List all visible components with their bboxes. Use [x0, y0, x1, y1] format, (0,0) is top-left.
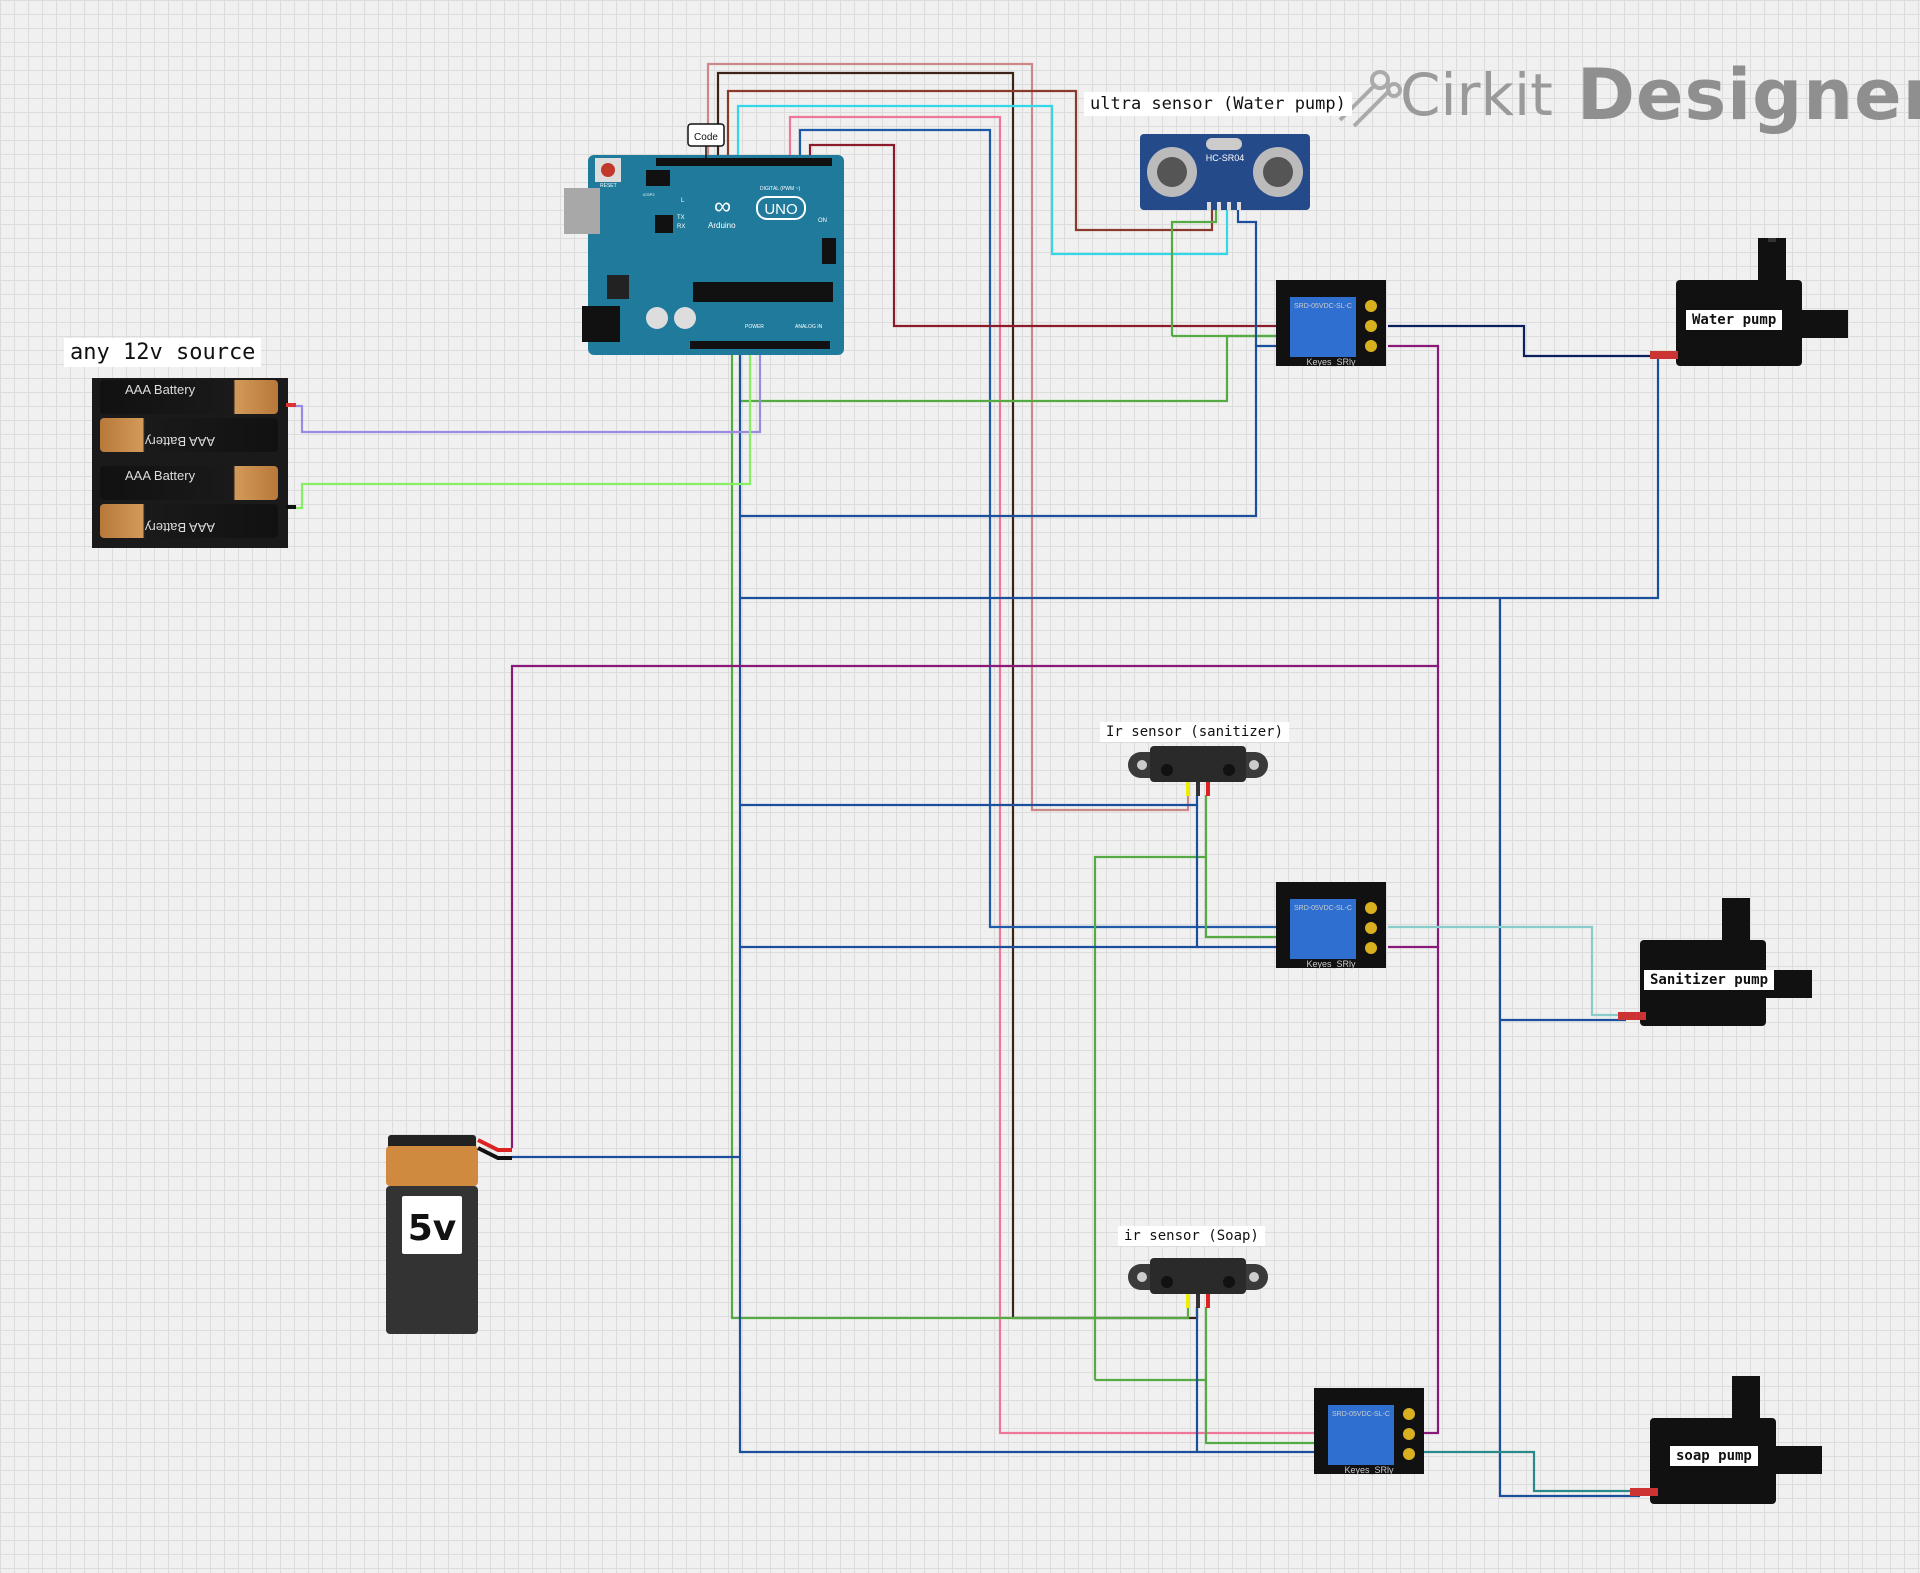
ir-sensor-sanitizer[interactable] [1128, 746, 1268, 796]
usb-port [564, 188, 600, 234]
wire-blue-ir1[interactable] [740, 795, 1199, 807]
water-pump[interactable] [1650, 238, 1848, 366]
battery-pack-12v[interactable]: AAA Battery AAA Battery AAA Battery AAA … [92, 378, 296, 548]
wire-cyan[interactable] [736, 104, 1229, 256]
aaa-cell-1 [100, 380, 278, 414]
code-button[interactable]: Code [687, 123, 725, 158]
soap-pump[interactable] [1630, 1376, 1822, 1504]
header-top [656, 158, 832, 166]
ultrasonic-sensor[interactable]: HC-SR04 [1140, 134, 1310, 210]
brand-name-light: Cirkit [1400, 61, 1553, 129]
wire-navy-pump1[interactable] [1388, 324, 1658, 358]
battery-5v[interactable]: 5v [386, 1135, 512, 1334]
aaa-cell-4 [100, 504, 278, 538]
relay1-module-label: Keyes_SRly [1306, 357, 1356, 367]
wire-green-relay2[interactable] [1204, 857, 1280, 939]
wires [290, 62, 1660, 1498]
label-ir-soap: ir sensor (Soap) [1118, 1226, 1265, 1246]
wire-blue-pumps[interactable] [1498, 598, 1640, 1498]
tx-label: TX [677, 215, 685, 221]
wire-blue-relay2[interactable] [798, 128, 1280, 929]
relay2-module-label: Keyes_SRly [1306, 959, 1356, 969]
rx-label: RX [677, 224, 685, 230]
sanitizer-pump[interactable] [1618, 898, 1812, 1026]
wire-teal-pump3[interactable] [1420, 1450, 1640, 1493]
wire-pink-top[interactable] [706, 62, 1190, 812]
brand-name-bold: Designer [1576, 54, 1920, 136]
code-label: Code [694, 132, 718, 143]
battery-5v-label: 5v [408, 1208, 457, 1249]
wire-blue-ultra2[interactable] [1236, 210, 1258, 346]
wire-purple[interactable] [510, 344, 1440, 1148]
power-label: POWER [745, 324, 764, 330]
label-ir-sanitizer: Ir sensor (sanitizer) [1100, 722, 1290, 742]
wire-green-ultra[interactable] [1170, 210, 1218, 336]
wire-lavender[interactable] [290, 350, 762, 434]
cirkit-designer-brand: Cirkit Designer [1338, 54, 1920, 136]
wire-green-relay3[interactable] [1204, 1380, 1320, 1445]
wire-lightblue-pump2[interactable] [1388, 925, 1626, 1017]
on-label: ON [818, 218, 827, 224]
wire-blue-main[interactable] [738, 350, 1199, 1454]
relay-module-3[interactable]: Keyes_SRly SRD-05VDC-SL-C [1314, 1388, 1424, 1475]
relay2-part-label: SRD-05VDC-SL-C [1294, 905, 1352, 912]
analog-label: ANALOG IN [795, 324, 823, 330]
wire-pink-relay3[interactable] [788, 115, 1320, 1435]
reset-label: RESET [600, 183, 617, 189]
digital-label: DIGITAL (PWM ~) [760, 186, 800, 192]
ir-sensor-soap[interactable] [1128, 1258, 1268, 1308]
arduino-uno-logo: UNO [764, 201, 797, 218]
wire-brown-ultra[interactable] [726, 89, 1214, 232]
header-bottom [690, 341, 830, 349]
aaa-cell-3 [100, 466, 278, 500]
wire-purple-relay2[interactable] [1388, 666, 1440, 949]
arduino-uno-board[interactable]: ∞ UNO Arduino RESET ON TX RX L ICSP2 DIG… [564, 155, 844, 355]
cell-label-1: AAA Battery [125, 382, 196, 397]
wire-lime[interactable] [290, 350, 752, 510]
wire-green-ir1[interactable] [1093, 795, 1208, 1380]
relay-module-1[interactable]: Keyes_SRly SRD-05VDC-SL-C [1276, 280, 1386, 367]
cell-label-2: AAA Battery [144, 434, 215, 449]
wire-purple-relay3[interactable] [1420, 947, 1440, 1435]
relay1-part-label: SRD-05VDC-SL-C [1294, 303, 1352, 310]
relay3-module-label: Keyes_SRly [1344, 1465, 1394, 1475]
label-12v-source: any 12v source [64, 338, 262, 367]
cell-label-4: AAA Battery [144, 520, 215, 535]
arduino-brand: Arduino [708, 221, 736, 230]
wire-green-main[interactable] [730, 350, 1190, 1320]
svg-text:∞: ∞ [714, 193, 731, 220]
wire-blue-ultra[interactable] [740, 344, 1278, 518]
relay3-part-label: SRD-05VDC-SL-C [1332, 1411, 1390, 1418]
wire-blue-relay2gnd[interactable] [740, 805, 1199, 949]
dc-jack [582, 306, 620, 342]
relay-module-2[interactable]: Keyes_SRly SRD-05VDC-SL-C [1276, 882, 1386, 969]
wire-blue-pump[interactable] [740, 356, 1660, 600]
label-water-pump: Water pump [1686, 310, 1783, 330]
label-sanitizer-pump: Sanitizer pump [1644, 970, 1775, 990]
reset-button[interactable] [601, 163, 615, 177]
l-label: L [681, 198, 685, 204]
icsp2-label: ICSP2 [643, 192, 655, 197]
label-ultra-sensor: ultra sensor (Water pump) [1084, 92, 1352, 116]
label-soap-pump: soap pump [1670, 1446, 1758, 1466]
cell-label-3: AAA Battery [125, 468, 196, 483]
ultrasonic-model: HC-SR04 [1206, 153, 1245, 163]
wire-maroon-relay1[interactable] [808, 143, 1278, 328]
aaa-cell-2 [100, 418, 278, 452]
